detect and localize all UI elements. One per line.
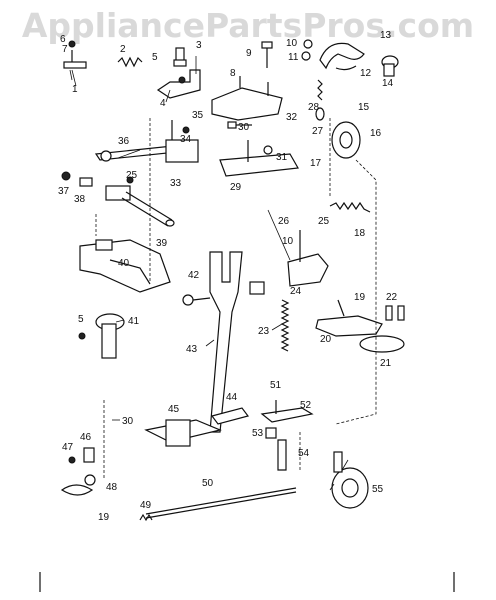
callout-53: 53 (252, 428, 264, 439)
callout-54: 54 (298, 448, 310, 459)
disc-21 (359, 335, 405, 353)
callout-16: 16 (370, 128, 382, 139)
pin-14 (381, 55, 399, 77)
callout-30b: 30 (122, 416, 134, 427)
screws-37-38 (61, 171, 134, 201)
spring-49 (139, 513, 153, 522)
pins-46-47 (68, 447, 95, 464)
watermark: AppliancePartsPros.com (21, 6, 475, 45)
callout-44: 44 (226, 392, 238, 403)
callout-19: 19 (354, 292, 366, 303)
callout-9: 9 (246, 48, 252, 59)
callout-55: 55 (372, 484, 384, 495)
leader-lines (71, 69, 349, 491)
callout-38: 38 (74, 194, 86, 205)
callout-33: 33 (170, 178, 182, 189)
plate-8 (211, 76, 283, 121)
fork-lever-43 (209, 251, 243, 433)
callout-50: 50 (202, 478, 214, 489)
callout-14: 14 (382, 78, 394, 89)
callout-49: 49 (140, 500, 152, 511)
block-40 (79, 239, 171, 293)
pulley-16 (331, 121, 361, 159)
callout-22: 22 (386, 292, 398, 303)
lever-12 (319, 42, 365, 71)
callout-6: 6 (60, 34, 66, 45)
bracket-29 (219, 140, 299, 177)
screw-1 (63, 40, 87, 81)
callout-26: 26 (278, 216, 290, 227)
callout-24: 24 (290, 286, 302, 297)
bracket-4 (156, 56, 201, 99)
reference-lines (95, 118, 377, 480)
callout-30: 30 (238, 122, 250, 133)
block-45-44 (144, 407, 250, 447)
callout-34: 34 (180, 134, 192, 145)
callout-48: 48 (106, 482, 118, 493)
callout-5b: 5 (78, 314, 84, 325)
callout-23: 23 (258, 326, 270, 337)
callout-27: 27 (312, 126, 324, 137)
callout-21: 21 (380, 358, 392, 369)
callout-29: 29 (230, 182, 242, 193)
callout-40: 40 (118, 258, 130, 269)
callout-46: 46 (80, 432, 92, 443)
spring-2 (117, 56, 143, 68)
callout-1: 1 (72, 84, 78, 95)
callout-41: 41 (128, 316, 140, 327)
clamp-33-34-35 (165, 120, 199, 163)
rod-50 (145, 487, 297, 519)
screw-30 (227, 121, 252, 129)
bracket-52-53 (260, 400, 314, 439)
callout-7: 7 (62, 44, 68, 55)
callout-8: 8 (230, 68, 236, 79)
pulley-55 (331, 451, 369, 509)
callout-42: 42 (188, 270, 200, 281)
shaft-39 (121, 191, 175, 227)
screw-9 (261, 41, 273, 68)
screw-42 (182, 281, 265, 306)
callout-52: 52 (300, 400, 312, 411)
callout-10: 10 (286, 38, 298, 49)
callout-12: 12 (360, 68, 372, 79)
spring-18 (329, 201, 371, 213)
callout-15: 15 (358, 102, 370, 113)
callout-5: 5 (152, 52, 158, 63)
callout-2: 2 (120, 44, 126, 55)
link-54 (277, 439, 287, 471)
callout-32: 32 (286, 112, 298, 123)
pin-3 (173, 47, 187, 67)
callout-3: 3 (196, 40, 202, 51)
bracket-24 (267, 209, 329, 287)
callout-25b: 25 (318, 216, 330, 227)
callout-45: 45 (168, 404, 180, 415)
callout-25: 25 (126, 170, 138, 181)
callout-19b: 19 (98, 512, 110, 523)
callout-47: 47 (62, 442, 74, 453)
callout-13: 13 (380, 30, 392, 41)
callout-28: 28 (308, 102, 320, 113)
springs-27-28 (315, 79, 325, 121)
callout-17: 17 (310, 158, 322, 169)
callout-numbers: 1 2 3 4 5 5 6 7 8 9 10 10 11 12 13 14 15… (58, 30, 398, 523)
knob-41 (78, 313, 125, 359)
callout-31: 31 (276, 152, 288, 163)
callout-4: 4 (160, 98, 166, 109)
callout-37: 37 (58, 186, 70, 197)
nut-10-11 (301, 39, 313, 61)
callout-35: 35 (192, 110, 204, 121)
plate-20 (315, 299, 383, 337)
callout-36: 36 (118, 136, 130, 147)
screws-22 (385, 305, 405, 321)
callout-43: 43 (186, 344, 198, 355)
callout-20: 20 (320, 334, 332, 345)
callout-11: 11 (288, 52, 299, 63)
callout-39: 39 (156, 238, 168, 249)
spring-23 (280, 299, 290, 352)
callout-51: 51 (270, 380, 282, 391)
wing-48 (60, 474, 96, 496)
callout-10b: 10 (282, 236, 294, 247)
callout-18: 18 (354, 228, 366, 239)
